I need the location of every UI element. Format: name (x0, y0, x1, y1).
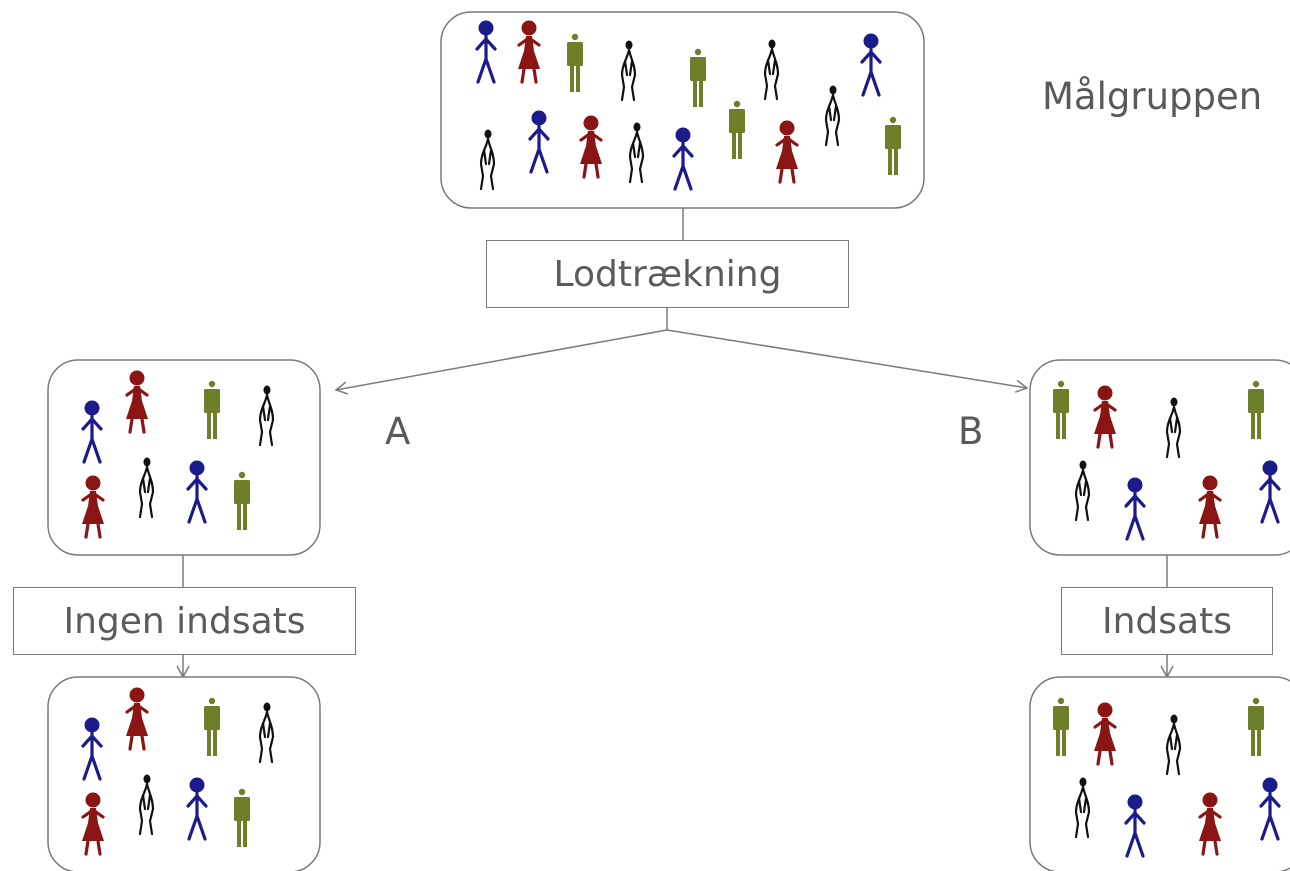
person-figure-red (517, 20, 541, 84)
person-figure-green (234, 471, 250, 530)
person-figure-green (567, 33, 583, 92)
person-figure-green (204, 697, 220, 756)
person-figure-black (824, 85, 841, 147)
person-figure-green (729, 100, 745, 159)
person-figure-blue (1124, 477, 1146, 541)
person-figure-black (1074, 777, 1091, 839)
diagram-title: Målgruppen (1042, 75, 1263, 118)
person-figure-black (258, 702, 275, 764)
person-figure-black (138, 774, 155, 836)
intervention-label: Indsats (1102, 600, 1232, 642)
person-figure-blue (860, 33, 882, 97)
person-figure-green (885, 116, 901, 175)
person-figure-green (204, 380, 220, 439)
person-figure-green (1248, 697, 1264, 756)
person-figure-blue (81, 400, 103, 464)
branch-label-b: B (958, 410, 984, 453)
person-figure-black (1074, 460, 1091, 522)
person-figure-red (125, 687, 149, 751)
person-figure-green (1248, 380, 1264, 439)
person-figure-black (620, 40, 637, 102)
person-figure-blue (1124, 794, 1146, 858)
group-a-result-box (47, 676, 321, 871)
person-figure-red (1198, 475, 1222, 539)
lottery-label: Lodtrækning (553, 253, 782, 295)
person-figure-red (81, 475, 105, 539)
person-figure-blue (1259, 460, 1281, 524)
no-intervention-label: Ingen indsats (63, 600, 306, 642)
person-figure-black (628, 122, 645, 184)
person-figure-red (1093, 385, 1117, 449)
intervention-box: Indsats (1061, 587, 1273, 655)
figures-layer (81, 20, 1281, 858)
person-figure-red (125, 370, 149, 434)
person-figure-green (1053, 697, 1069, 756)
person-figure-blue (81, 717, 103, 781)
person-figure-red (775, 120, 799, 184)
person-figure-blue (186, 777, 208, 841)
target-group-box (440, 11, 925, 209)
arrow-to-group-a (334, 329, 668, 395)
person-figure-blue (672, 127, 694, 191)
person-figure-black (138, 457, 155, 519)
lottery-box: Lodtrækning (486, 240, 849, 308)
person-figure-blue (1259, 777, 1281, 841)
person-figure-red (1093, 702, 1117, 766)
person-figure-blue (475, 20, 497, 84)
person-figure-red (579, 115, 603, 179)
person-figure-black (258, 385, 275, 447)
person-figure-green (234, 788, 250, 847)
person-figure-green (690, 48, 706, 107)
person-figure-blue (528, 110, 550, 174)
person-figure-black (479, 129, 496, 191)
person-figure-black (1165, 714, 1182, 776)
person-figure-blue (186, 460, 208, 524)
person-figure-red (81, 792, 105, 856)
person-figure-red (1198, 792, 1222, 856)
group-a-box (47, 359, 321, 556)
branch-label-a: A (385, 410, 411, 453)
no-intervention-box: Ingen indsats (13, 587, 356, 655)
person-figure-green (1053, 380, 1069, 439)
arrow-to-group-b (666, 329, 1029, 393)
person-figure-black (763, 39, 780, 101)
person-figure-black (1165, 397, 1182, 459)
